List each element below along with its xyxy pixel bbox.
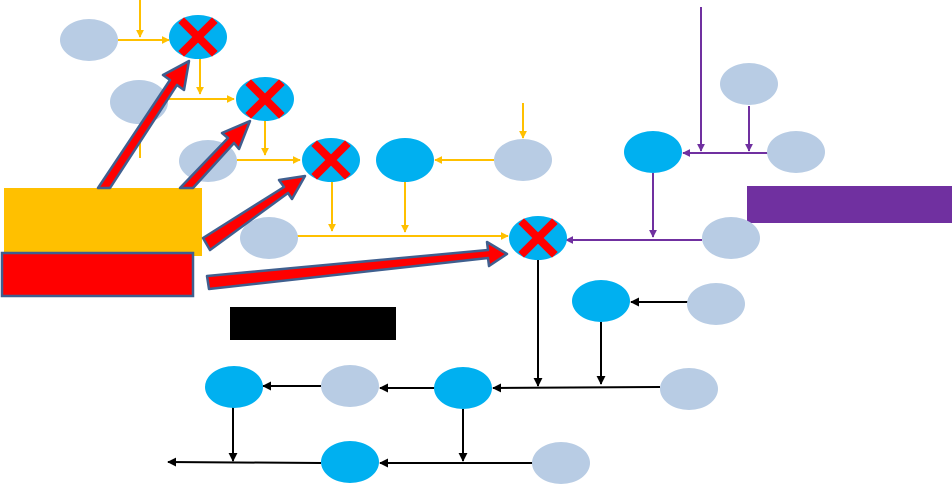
dark-node — [624, 131, 682, 173]
bars — [0, 186, 952, 340]
light-node — [702, 217, 760, 259]
red-block-arrow — [201, 174, 307, 252]
black-arrow — [167, 457, 322, 467]
red-block-arrow — [205, 240, 509, 291]
dark-node — [376, 138, 434, 182]
black-arrows — [167, 260, 688, 468]
light-node — [720, 63, 778, 105]
light-node — [240, 217, 298, 259]
light-node — [60, 19, 118, 61]
dark-node — [321, 441, 379, 483]
light-node — [660, 368, 718, 410]
light-node — [687, 283, 745, 325]
red-block-arrow — [178, 119, 252, 190]
x-mark-stroke — [518, 218, 558, 258]
x-mark-stroke — [245, 79, 285, 119]
light-node — [321, 365, 379, 407]
red-bar — [0, 251, 195, 298]
x-mark-stroke — [178, 17, 218, 57]
orange-bar — [4, 188, 202, 256]
red-block-arrows — [96, 59, 509, 291]
black-arrow — [492, 383, 661, 393]
dark-node — [434, 367, 492, 409]
purple-arrows — [565, 7, 768, 244]
purple-bar — [747, 186, 952, 223]
dark-node — [205, 366, 263, 408]
red-block-arrow — [96, 59, 191, 190]
x-mark-stroke — [311, 140, 351, 180]
light-node — [532, 442, 590, 484]
black-bar — [230, 307, 396, 340]
dark-node — [572, 280, 630, 322]
light-node — [767, 131, 825, 173]
light-node — [494, 139, 552, 181]
blocked-markers — [178, 17, 558, 258]
